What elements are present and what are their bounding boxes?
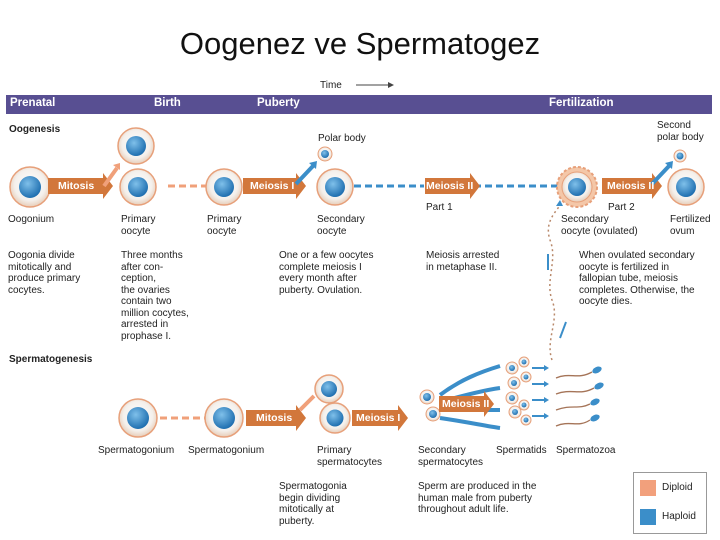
page-title: Oogenez ve Spermatogez — [179, 26, 541, 61]
meiosis2-sp-label: Meiosis II — [442, 398, 490, 410]
secondary-oocyte-cell — [316, 168, 354, 206]
primary-oocyte-top-cell — [117, 127, 155, 165]
band-birth: Birth — [154, 97, 181, 109]
spermatogonium-label-1: Spermatogonium — [98, 445, 175, 456]
spermatogonium-cell-1 — [118, 398, 158, 438]
meiosis1-sp-label: Meiosis I — [356, 412, 401, 424]
secondary-oocyte-ovulated-label: Secondary oocyte (ovulated) — [561, 214, 638, 237]
band-fertilization: Fertilization — [549, 97, 614, 109]
primary-oocyte-cell-1 — [119, 168, 157, 206]
meiosis2-sp-arrow — [439, 391, 494, 417]
up-arrow-1 — [102, 166, 119, 188]
second-polar-body-label: Second polar body — [657, 120, 704, 143]
band-prenatal: Prenatal — [10, 97, 56, 109]
spermatids-label: Spermatids — [496, 445, 547, 456]
spermatid-arrows — [532, 365, 549, 419]
secondary-oocyte-ovulated-cell — [556, 166, 598, 208]
second-polar-body-cell — [673, 149, 687, 163]
spermatogonium-label-2: Spermatogonium — [188, 445, 265, 456]
legend-label-diploid: Diploid — [662, 482, 693, 493]
oogonium-label: Oogonium — [8, 214, 55, 225]
time-label: Time — [320, 80, 342, 91]
note-spermatogonia: Spermatogonia begin dividing mitotically… — [279, 481, 347, 527]
primary-oocyte-label-1: Primary oocyte — [121, 214, 156, 237]
oogonium-cell — [9, 166, 51, 208]
polar-body-cell — [317, 146, 333, 162]
legend-label-haploid: Haploid — [662, 511, 696, 522]
meiosis1-oo-label: Meiosis I — [250, 180, 295, 192]
polar-body-label: Polar body — [318, 133, 366, 144]
legend: Diploid Haploid — [633, 472, 707, 534]
meiosis2-part2-label: Meiosis II — [607, 180, 655, 192]
note-one-or-few: One or a few oocytes complete meiosis I … — [279, 250, 374, 296]
mitosis-sp-arrow — [246, 405, 306, 431]
primary-oocyte-cell-2 — [205, 168, 243, 206]
band-puberty: Puberty — [257, 97, 300, 109]
meiosis2-part1-label: Meiosis II — [426, 180, 474, 192]
meiosis2-part2-arrow — [602, 173, 662, 199]
fertilized-ovum-label: Fertilized ovum — [670, 214, 711, 237]
meiosis1-oo-arrow — [243, 173, 306, 199]
secondary-spermatocytes-label: Secondary spermatocytes — [418, 445, 484, 468]
note-sperm-produced: Sperm are produced in the human male fro… — [418, 481, 537, 515]
meiosis2-part1-arrow — [425, 173, 480, 199]
mitosis-oo-arrow — [48, 173, 113, 199]
primary-spermatocyte-cells — [314, 374, 351, 434]
legend-swatch-haploid — [640, 509, 656, 525]
mitosis-oo-label: Mitosis — [58, 180, 95, 192]
oogenesis-heading: Oogenesis — [9, 124, 61, 135]
primary-oocyte-label-2: Primary oocyte — [207, 214, 242, 237]
meiosis1-sp-arrow — [352, 405, 408, 431]
spermatogenesis-heading: Spermatogenesis — [9, 354, 93, 365]
legend-swatch-diploid — [640, 480, 656, 496]
timeline-band: Prenatal Birth Puberty Fertilization — [6, 95, 712, 114]
note-oogonia: Oogonia divide mitotically and produce p… — [8, 250, 81, 296]
fertilized-ovum-cell — [667, 168, 705, 206]
part1-label: Part 1 — [426, 202, 453, 213]
note-arrested: Meiosis arrested in metaphase II. — [426, 250, 500, 273]
primary-spermatocytes-label: Primary spermatocytes — [317, 445, 383, 468]
sperm-path — [547, 200, 567, 361]
spermatid-cells — [505, 356, 532, 426]
spermatozoa — [555, 366, 604, 427]
secondary-oocyte-label: Secondary oocyte — [317, 214, 365, 237]
part2-label: Part 2 — [608, 202, 635, 213]
spermatogonium-cell-2 — [204, 398, 244, 438]
note-ovulated: When ovulated secondary oocyte is fertil… — [579, 250, 695, 307]
note-three-months: Three months after con- ception, the ova… — [121, 250, 189, 342]
mitosis-sp-label: Mitosis — [256, 412, 293, 424]
spermatozoa-label: Spermatozoa — [556, 445, 616, 456]
secondary-spermatocyte-cells — [419, 389, 441, 422]
